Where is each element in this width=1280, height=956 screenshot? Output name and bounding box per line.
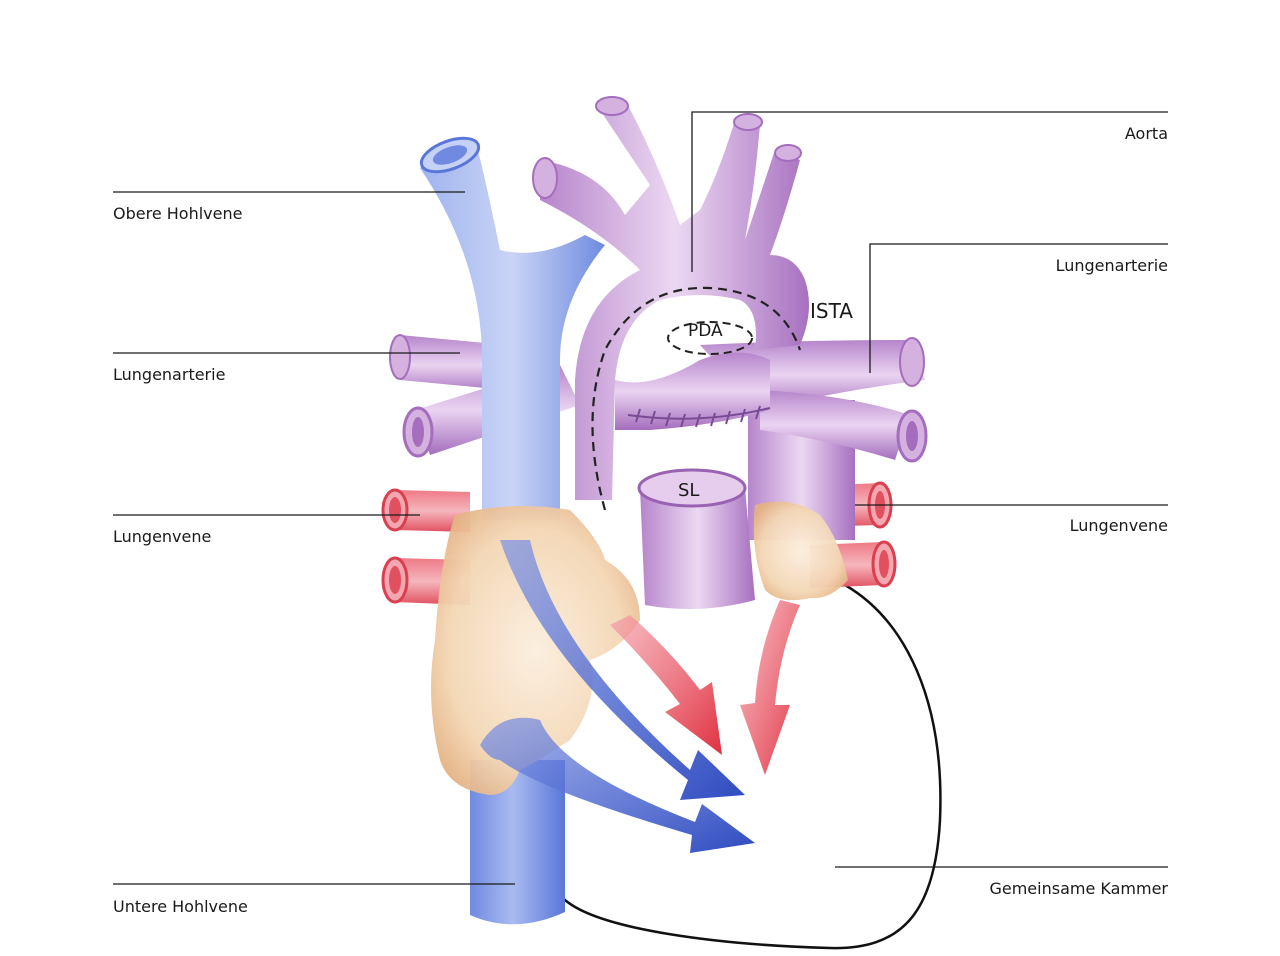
leader-aorta	[691, 111, 1168, 272]
label-aorta: Aorta	[1124, 124, 1168, 143]
sl-vessel	[637, 468, 755, 609]
superior-vena-cava	[420, 150, 605, 520]
right-atrium	[431, 506, 640, 795]
inferior-vena-cava	[470, 760, 565, 925]
red-flow-arrows	[610, 600, 800, 775]
pda-label: PDA	[688, 321, 723, 341]
label-untere-hohlvene: Untere Hohlvene	[113, 897, 248, 916]
label-gemeinsame-kammer: Gemeinsame Kammer	[989, 879, 1168, 898]
ista-label: ISTA	[810, 299, 853, 323]
sl-label: SL	[678, 480, 699, 501]
leader-lines	[113, 111, 1168, 885]
label-lungenarterie-left: Lungenarterie	[113, 365, 226, 384]
leader-lungenarterie-right	[869, 243, 1168, 373]
blue-flow-arrows	[480, 540, 755, 853]
label-lungenvene-left: Lungenvene	[113, 527, 212, 546]
label-lungenarterie-right: Lungenarterie	[1055, 256, 1168, 275]
label-obere-hohlvene: Obere Hohlvene	[113, 204, 243, 223]
label-lungenvene-right: Lungenvene	[1069, 516, 1168, 535]
aorta	[532, 96, 809, 511]
left-atrium	[753, 501, 848, 601]
